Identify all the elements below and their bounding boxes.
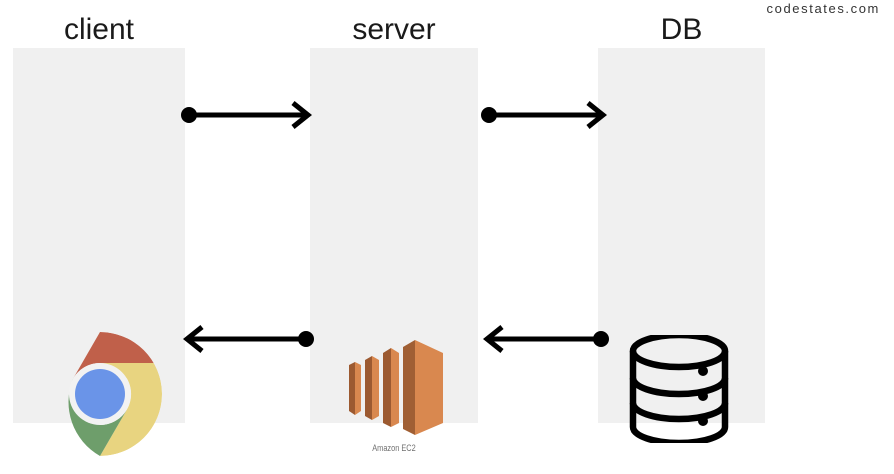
lane-title-server: server [352,13,436,46]
lane-title-db: DB [660,13,703,46]
arrow-request-server-to-db [480,100,610,130]
lane-title-client: client [63,13,135,46]
aws-ec2-icon [341,337,449,437]
watermark-codestates: codestates.com [766,1,880,16]
aws-ec2-label: Amazon EC2 [372,443,416,453]
arrow-response-server-to-client [180,324,315,354]
chrome-logo-icon [36,330,164,458]
arrow-response-db-to-server [480,324,610,354]
arrow-request-client-to-server [180,100,315,130]
lane-bar-db [598,48,765,423]
database-cylinder-icon [627,331,731,447]
